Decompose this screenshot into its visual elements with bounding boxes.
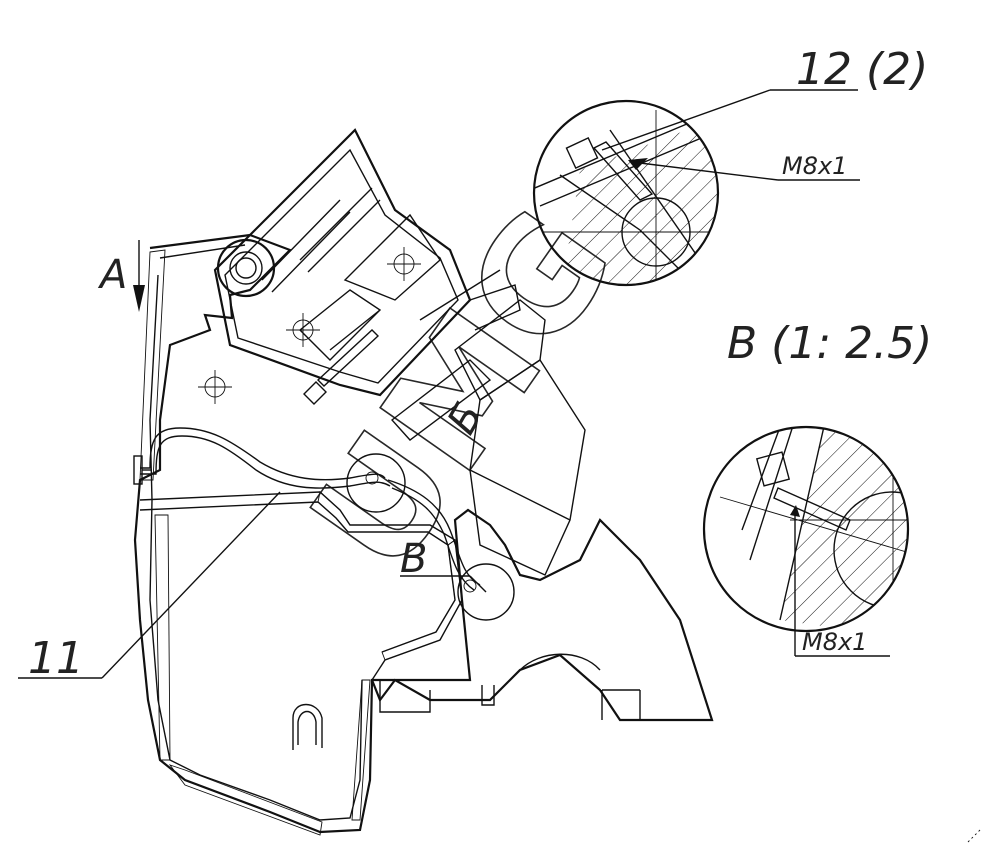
view-a-label: A [97, 252, 127, 298]
section-b-label: B (1: 2.5) [727, 318, 932, 369]
reference-cross-1 [198, 370, 232, 404]
part-12-label: 12 (2) [796, 44, 928, 95]
mark-b-lower-label: B [400, 536, 427, 582]
thread-top-label: M8x1 [782, 152, 847, 180]
thread-bottom-label: M8x1 [802, 628, 867, 656]
reference-cross-2 [286, 313, 320, 347]
reference-cross-3 [387, 247, 421, 281]
boom-assembly [213, 128, 586, 576]
detail-view-top: 12 (2) M8x1 [532, 44, 928, 287]
part-11-label: 11 [28, 633, 84, 684]
detail-view-bottom: M8x1 [702, 425, 910, 657]
part-11-callout: 11 [18, 491, 281, 684]
corner-mark [967, 829, 981, 843]
view-arrow-a: A [97, 240, 145, 312]
housing-body [133, 233, 714, 836]
detail-circle-upper [346, 453, 406, 513]
detail-circle-lower [457, 563, 515, 621]
lube-line-11 [133, 427, 481, 593]
mark-b-lower: B [400, 536, 487, 593]
